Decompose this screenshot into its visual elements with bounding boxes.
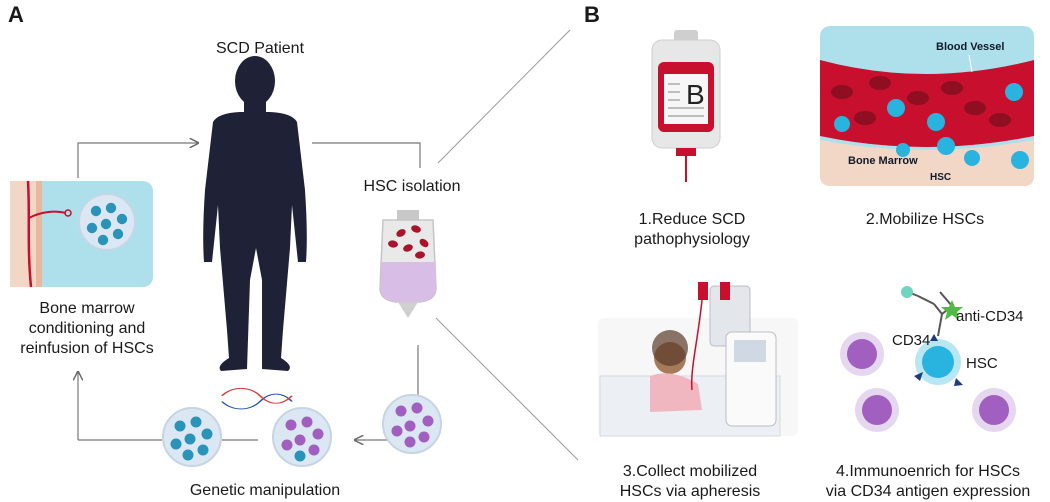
bone-marrow-tile (10, 180, 153, 288)
step-1-line-2: pathophysiology (634, 231, 750, 248)
step-3-line-1: 3.Collect mobilized (622, 463, 758, 480)
arrow-to-patient (77, 143, 198, 178)
dish-mixed (272, 407, 332, 467)
step-3-line-2: HSCs via apheresis (619, 483, 761, 500)
conditioning-line-1: Bone marrow (39, 300, 135, 317)
mobilize-tile: Blood Vessel Bone Marrow HSC (820, 26, 1034, 186)
bag-letter: B (686, 79, 705, 110)
panel-a-letter: A (8, 2, 24, 27)
patient-label: SCD Patient (215, 40, 305, 57)
conditioning-label: Bone marrow conditioning and reinfusion … (2, 299, 172, 359)
star-marker (941, 300, 963, 320)
isolation-bag (379, 210, 437, 318)
dna-icon (221, 387, 293, 410)
step-1-label: 1.Reduce SCD pathophysiology (602, 210, 782, 250)
panel-b-letter: B (584, 2, 600, 27)
immunoenrich-diagram: anti-CD34 CD34 HSC (840, 286, 1024, 432)
genetic-label: Genetic manipulation (189, 482, 341, 499)
step-4-label: 4.Immunoenrich for HSCs via CD34 antigen… (808, 462, 1048, 502)
step-3-label: 3.Collect mobilized HSCs via apheresis (590, 462, 790, 502)
blood-vessel-label: Blood Vessel (936, 41, 1004, 53)
hsc-label: HSC (966, 355, 998, 372)
line-patient-to-isolation (312, 142, 421, 168)
panel-a-diagram (10, 29, 579, 467)
anti-cd34-label: anti-CD34 (956, 308, 1024, 325)
panel-b-diagram: B Blood Vessel Bone Marrow HSC (598, 26, 1034, 437)
vein (26, 180, 33, 288)
zoom-lines (435, 29, 579, 461)
isolation-label: HSC isolation (363, 178, 461, 195)
conditioning-line-3: reinfusion of HSCs (20, 340, 154, 357)
hsc-small-label: HSC (930, 172, 951, 183)
step-4-line-2: via CD34 antigen expression (825, 483, 1031, 500)
dish-teal (162, 407, 222, 467)
step-4-line-1: 4.Immunoenrich for HSCs (835, 463, 1021, 480)
cd34-label: CD34 (892, 332, 930, 349)
apheresis-scene (598, 282, 798, 437)
step-1-line-1: 1.Reduce SCD (638, 211, 746, 228)
step-2-label: 2.Mobilize HSCs (865, 211, 985, 228)
flow-arrows (77, 142, 421, 440)
conditioning-line-2: conditioning and (28, 320, 146, 337)
patient-silhouette (203, 56, 307, 371)
blood-bag-icon: B (651, 30, 721, 182)
bone-marrow-label: Bone Marrow (848, 155, 918, 167)
dish-purple (382, 394, 442, 454)
